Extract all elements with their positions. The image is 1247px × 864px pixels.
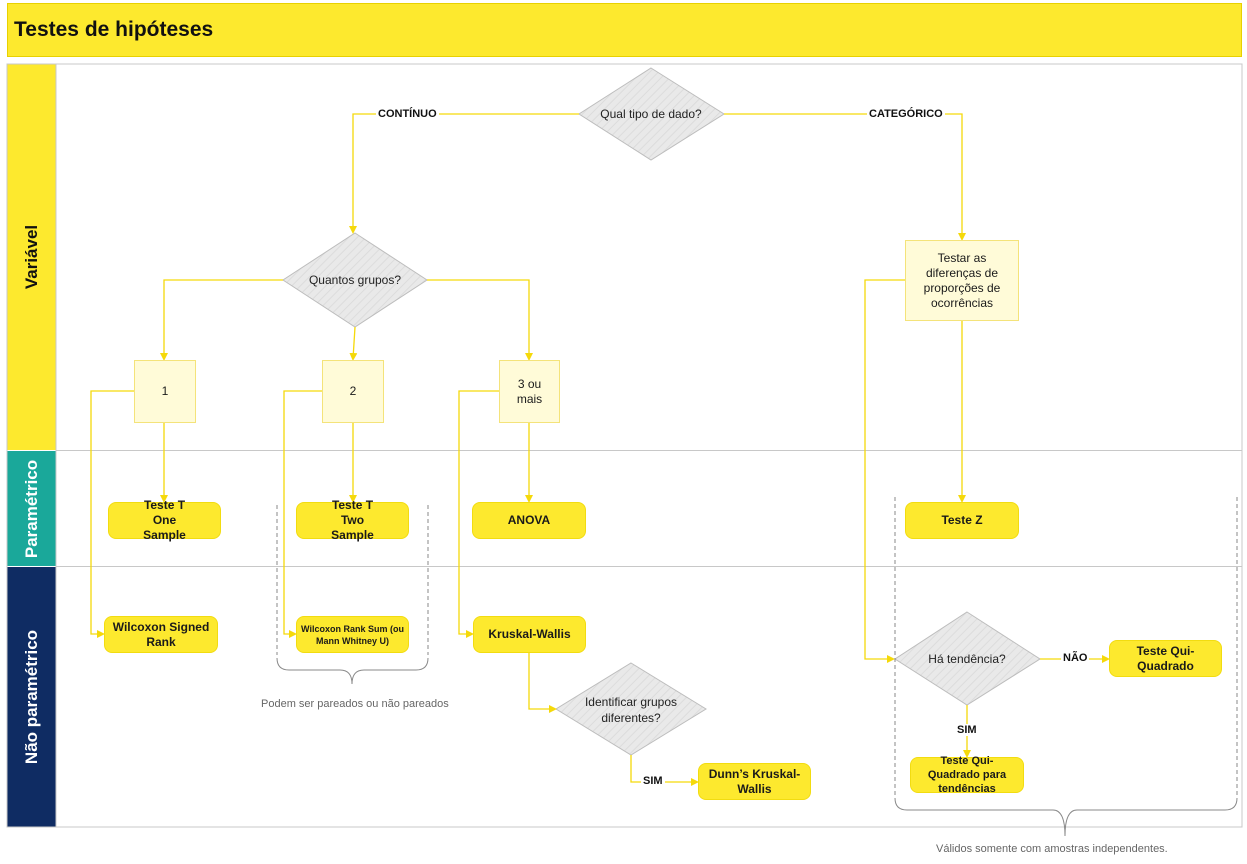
test-teste-t-one-sample: Teste T One Sample — [108, 498, 221, 542]
group-box-3-ou-mais: 3 ou mais — [499, 360, 560, 423]
decision-identificar-grupos: Identificar grupos diferentes? — [584, 695, 678, 725]
decision-quantos-grupos: Quantos grupos? — [308, 273, 402, 287]
test-qui-quadrado-tendencias: Teste Qui-Quadrado para tendências — [910, 755, 1024, 795]
test-dunns-kruskal-wallis: Dunn’s Kruskal-Wallis — [698, 763, 811, 800]
lane-label-nao-parametrico: Não paramétrico — [7, 567, 56, 827]
process-testar-proporcoes: Testar as diferenças de proporções de oc… — [905, 240, 1019, 321]
edge-label-categorico: CATEGÓRICO — [867, 108, 945, 120]
test-teste-t-two-sample: Teste T Two Sample — [296, 498, 409, 542]
note-validos: Válidos somente com amostras independent… — [936, 843, 1168, 855]
test-teste-z: Teste Z — [905, 502, 1019, 539]
test-wilcoxon-rank-sum: Wilcoxon Rank Sum (ou Mann Whitney U) — [296, 616, 409, 653]
test-kruskal-wallis: Kruskal-Wallis — [473, 616, 586, 653]
lane-label-parametrico: Paramétrico — [7, 451, 56, 566]
group-box-1: 1 — [134, 360, 196, 423]
edge-label-sim-grupos: SIM — [641, 775, 665, 787]
lane-label-variavel: Variável — [7, 64, 56, 450]
note-pareados: Podem ser pareados ou não pareados — [261, 698, 449, 710]
decision-shapes — [282, 67, 1041, 756]
braces — [276, 657, 1238, 837]
page-title: Testes de hipóteses — [14, 18, 214, 41]
header-bar: Testes de hipóteses — [7, 3, 1242, 57]
diamond-tipo-dado — [578, 67, 725, 161]
edge-label-sim-tendencia: SIM — [955, 724, 979, 736]
test-wilcoxon-signed-rank: Wilcoxon Signed Rank — [104, 616, 218, 653]
group-box-2: 2 — [322, 360, 384, 423]
group-dashes — [276, 497, 1238, 795]
edge-label-continuo: CONTÍNUO — [376, 108, 439, 120]
test-qui-quadrado: Teste Qui-Quadrado — [1109, 640, 1222, 677]
connectors — [90, 113, 1110, 786]
swimlane-borders — [6, 63, 1243, 828]
edge-label-nao: NÃO — [1061, 652, 1090, 664]
test-anova: ANOVA — [472, 502, 586, 539]
decision-tipo-dado: Qual tipo de dado? — [600, 107, 702, 121]
decision-ha-tendencia: Há tendência? — [928, 652, 1006, 666]
